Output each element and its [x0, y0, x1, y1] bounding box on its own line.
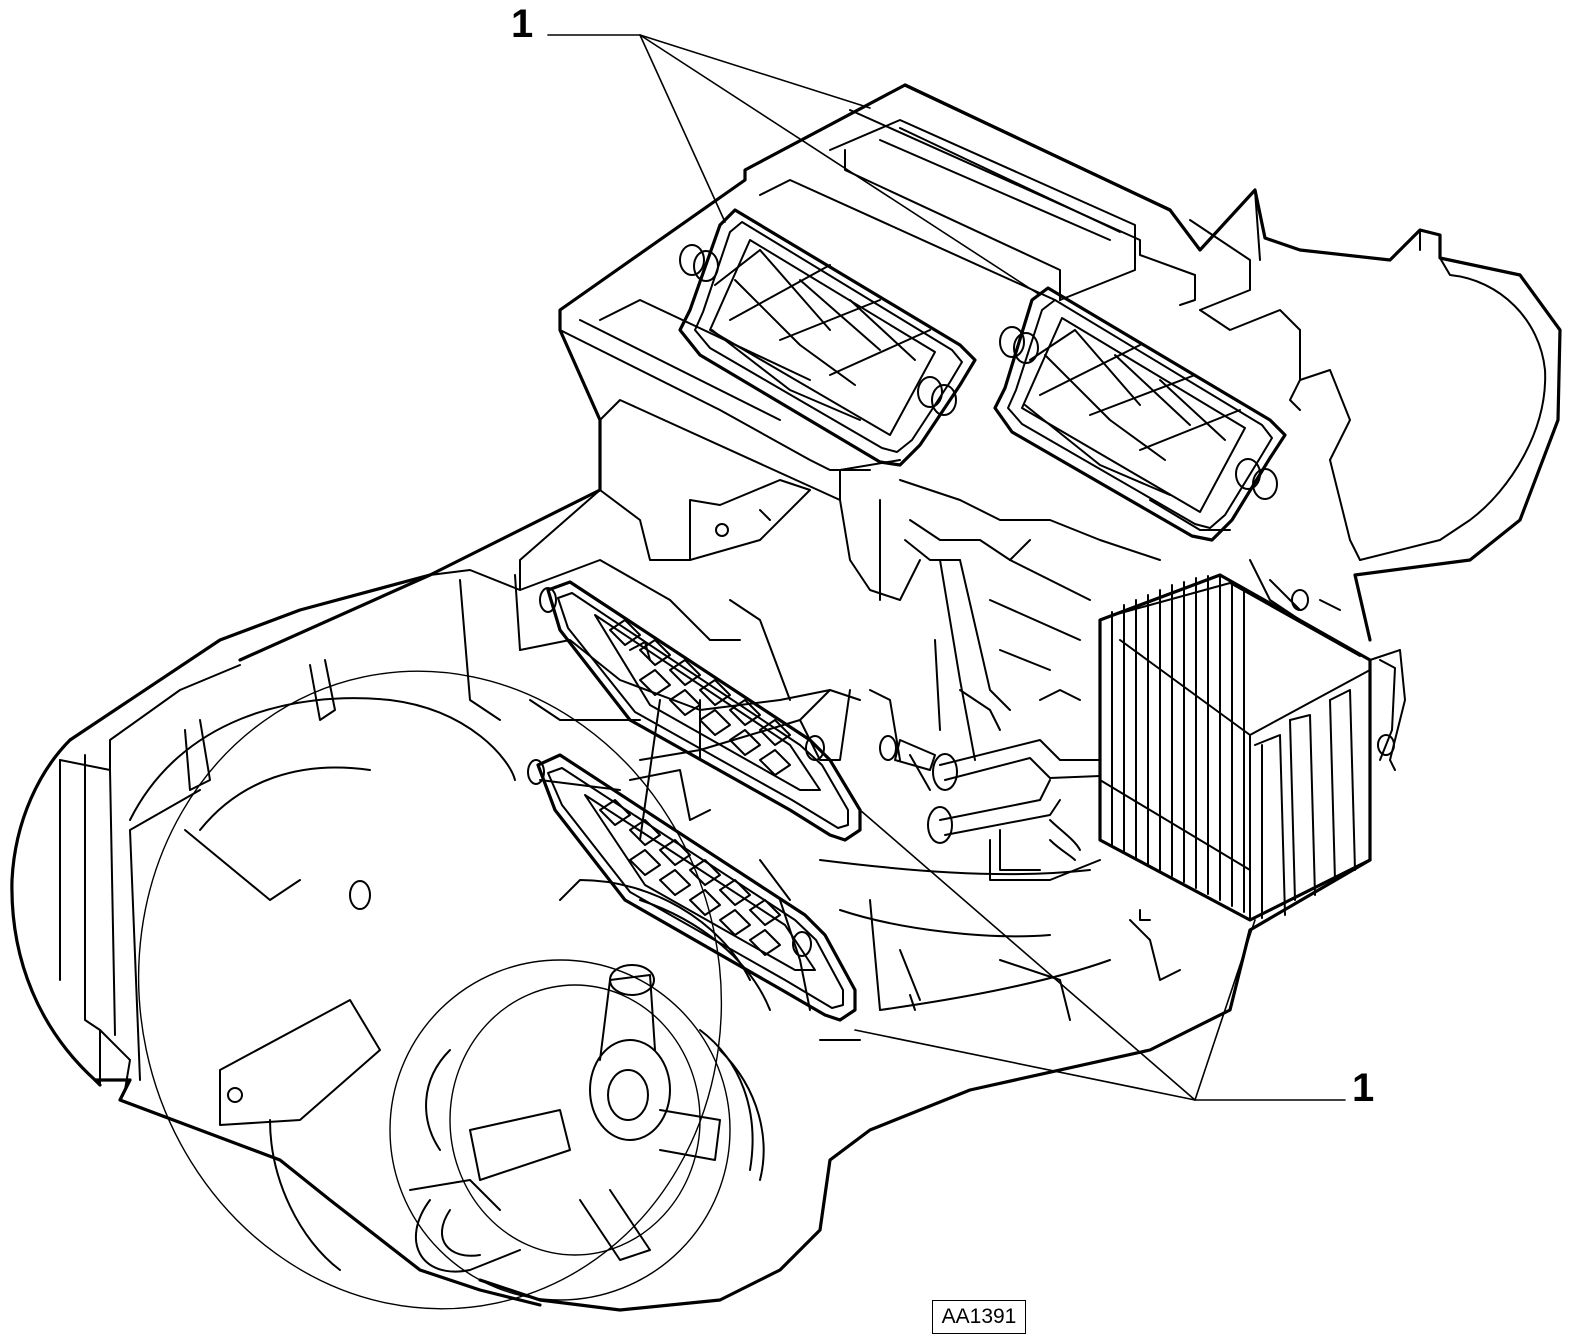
blower-motor — [389, 879, 771, 1301]
callout-label-top: 1 — [511, 2, 534, 46]
housing-body-details — [429, 399, 1181, 1041]
upper-duct — [559, 83, 1547, 561]
reference-code-label: AA1391 — [932, 1300, 1026, 1334]
callout-label-bottom: 1 — [1352, 1066, 1375, 1110]
blower-fan-housing — [10, 573, 723, 1310]
cabin-filter-upper-right — [993, 286, 1287, 542]
cabin-filter-upper-left — [678, 208, 977, 467]
cabin-filter-middle — [539, 580, 862, 842]
housing-outline — [238, 83, 1562, 1312]
refrigerant-pipes — [879, 649, 1406, 881]
evaporator-core — [1098, 573, 1372, 922]
housing-inner-right — [904, 499, 1341, 761]
cabin-filter-lower — [527, 753, 857, 1022]
callout-leaders — [547, 34, 1346, 1101]
